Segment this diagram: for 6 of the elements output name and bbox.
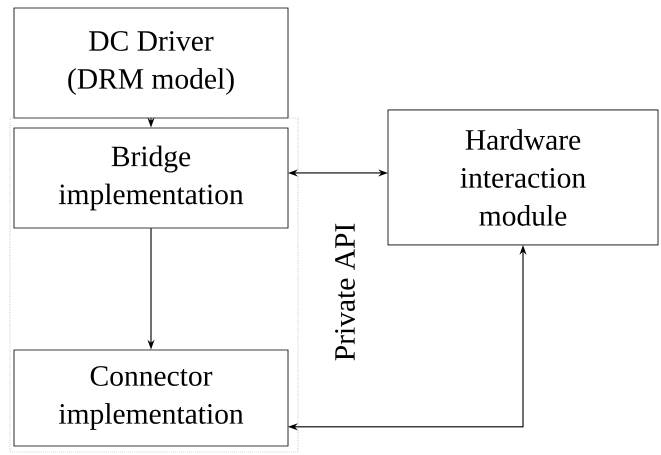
process-box: Hardware interaction module: [388, 110, 658, 246]
process-box: DC Driver (DRM model): [14, 8, 288, 118]
rotated-label: Private API: [335, 224, 355, 360]
process-box: Connector implementation: [14, 350, 288, 446]
group-box: [10, 118, 298, 452]
process-box: Bridge implementation: [14, 128, 288, 228]
